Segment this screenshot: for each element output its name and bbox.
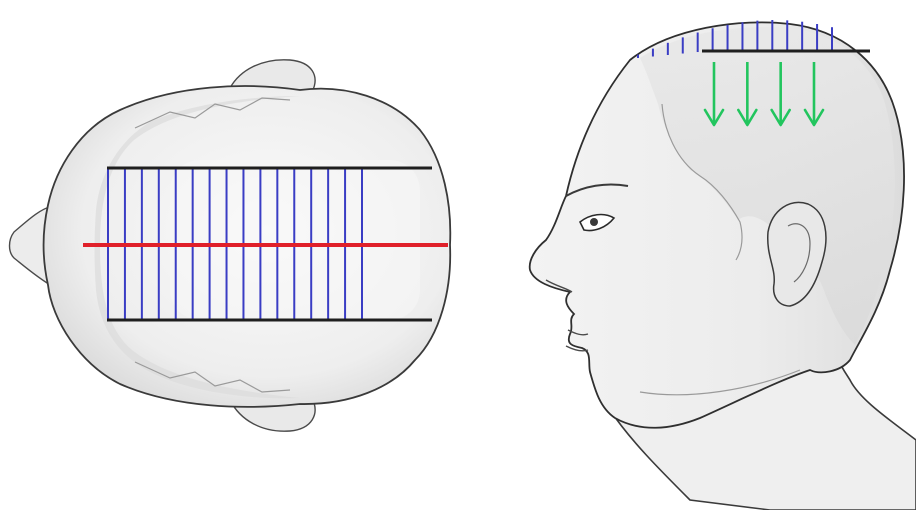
side-eye-iris bbox=[590, 218, 598, 226]
side-view-head bbox=[530, 22, 916, 510]
